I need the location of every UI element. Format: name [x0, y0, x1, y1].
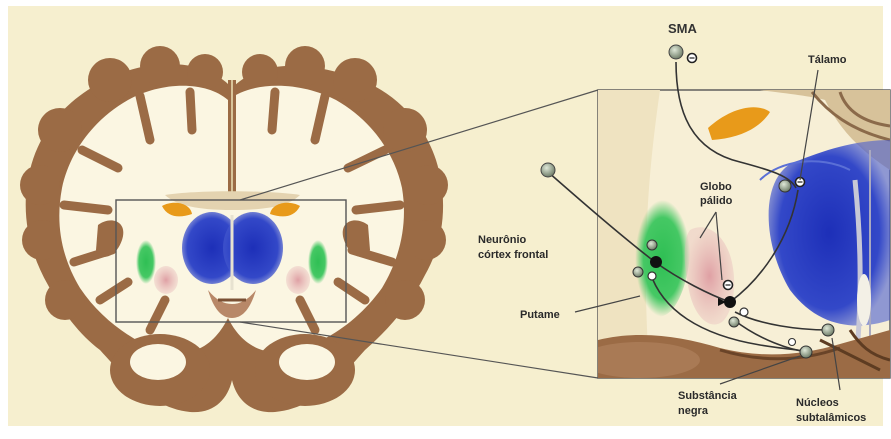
label-globo-2: pálido: [700, 195, 733, 207]
label-nucleos-1: Núcleos: [796, 397, 839, 409]
label-neuronio-1: Neurônio: [478, 234, 527, 246]
zoomed-panel: [580, 90, 890, 378]
cortex-neuron: [541, 163, 555, 177]
substantia-neuron: [800, 346, 812, 358]
sma-neuron: [669, 45, 683, 59]
label-talamo: Tálamo: [808, 54, 847, 66]
label-globo-1: Globo: [700, 181, 732, 193]
subthalamic-neuron: [822, 324, 834, 336]
label-neuronio-2: córtex frontal: [478, 249, 548, 261]
label-nucleos-2: subtalâmicos: [796, 412, 866, 424]
label-sma: SMA: [668, 21, 698, 36]
label-substancia-2: negra: [678, 405, 709, 417]
putamen-active-neuron: [650, 256, 662, 268]
label-substancia-1: Substância: [678, 390, 738, 402]
label-putame: Putame: [520, 309, 560, 321]
thalamus-neuron: [779, 180, 791, 192]
